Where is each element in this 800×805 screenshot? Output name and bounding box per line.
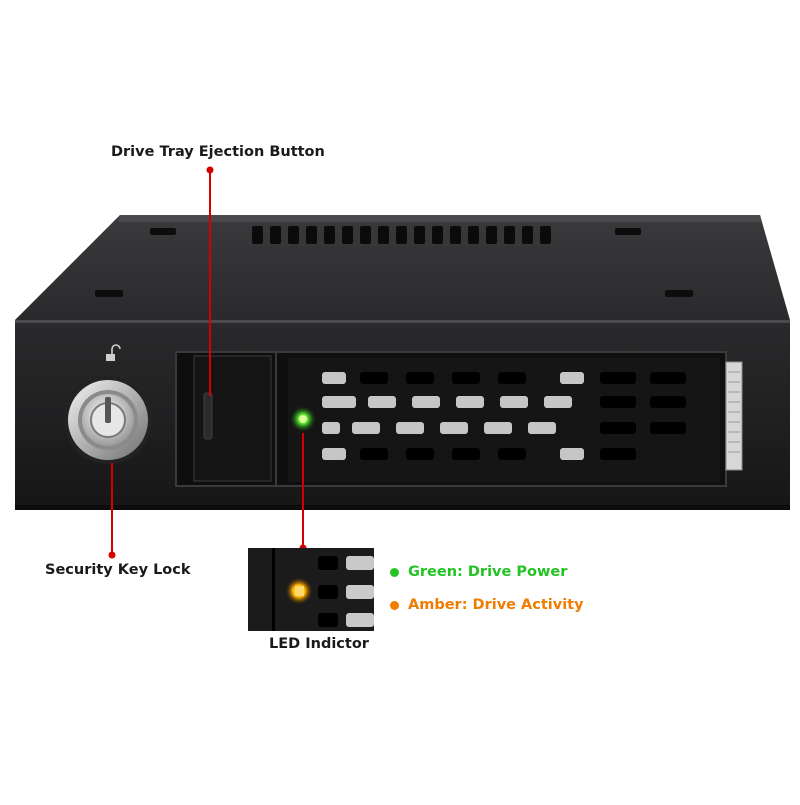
drive-tray [275,351,743,487]
legend-amber: Amber: Drive Activity [390,597,584,613]
led-inset [248,548,374,631]
lock-icon [106,344,121,361]
security-key-lock [64,376,152,464]
legend-green: Green: Drive Power [390,564,567,580]
green-led [290,406,316,432]
led-indicator-label: LED Indictor [269,636,369,652]
vent-slots [252,226,551,244]
legend-green-text: Green: Drive Power [408,564,568,580]
green-dot-icon [390,567,399,577]
key-lock-label: Security Key Lock [45,562,191,578]
legend-amber-text: Amber: Drive Activity [408,597,584,613]
enclosure-top [15,215,790,320]
tray-holes [360,372,686,460]
eject-button [175,351,277,487]
ejection-button-label: Drive Tray Ejection Button [111,144,325,160]
mounting-slots [95,228,693,297]
amber-dot-icon [390,600,399,610]
